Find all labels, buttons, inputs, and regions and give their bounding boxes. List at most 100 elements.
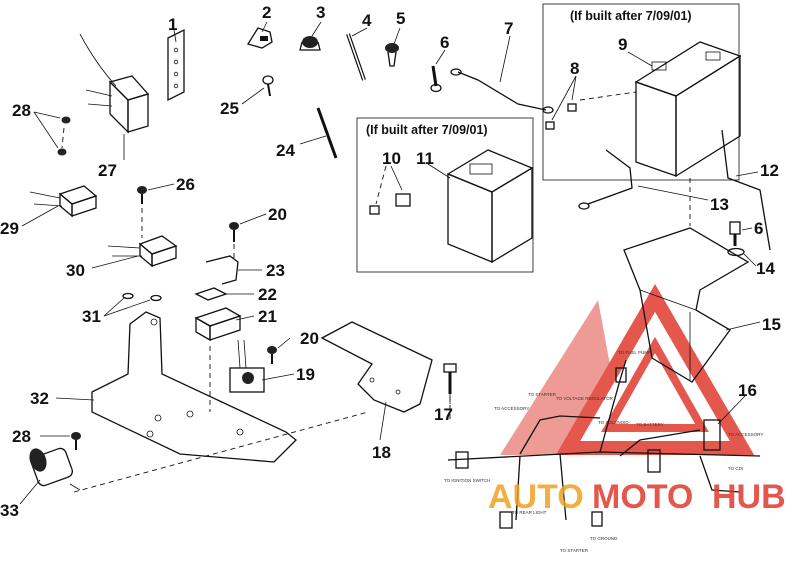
part-19-regulator <box>229 339 265 393</box>
part-13-cable <box>578 149 633 210</box>
part-33-capacitor <box>29 447 81 491</box>
callout-28-upper: 28 <box>12 101 31 120</box>
watermark-hub: HUB <box>712 478 786 516</box>
part-23-bracket <box>205 255 239 285</box>
inset-note-right: (If built after 7/09/01) <box>570 9 692 23</box>
callout-29: 29 <box>0 219 19 238</box>
callout-2: 2 <box>262 3 271 22</box>
part-25-clip <box>262 75 274 97</box>
part-6-bolt <box>430 65 442 93</box>
callout-10: 10 <box>382 149 401 168</box>
part-20-screw-upper <box>229 222 239 242</box>
harness-label: TO SOLENOID <box>598 420 629 425</box>
callout-28-lower: 28 <box>12 427 31 446</box>
harness-label: TO VOLTAGE REGULATOR <box>556 396 614 401</box>
part-4-rod <box>346 33 366 81</box>
part-20-screw-lower <box>267 346 277 364</box>
harness-label: TO IGNITION SWITCH <box>444 478 490 483</box>
watermark-text: AUTO MOTO HUB <box>488 478 786 516</box>
callout-26: 26 <box>176 175 195 194</box>
callout-25: 25 <box>220 99 239 118</box>
callout-21: 21 <box>258 307 277 326</box>
part-11-battery <box>446 149 534 264</box>
part-24-rod <box>316 107 338 159</box>
callout-15: 15 <box>762 315 781 334</box>
callout-5: 5 <box>396 9 405 28</box>
inset-box-right <box>542 3 740 181</box>
harness-label: TO STARTER <box>560 548 589 553</box>
callout-30: 30 <box>66 261 85 280</box>
part-5-rivet <box>385 43 399 67</box>
watermark-triangle-inner <box>601 336 709 432</box>
leader-lines <box>19 21 761 505</box>
harness-labels: TO FUEL PUMP TO ACCESSORY TO STARTER TO … <box>444 350 763 553</box>
callout-8: 8 <box>570 59 579 78</box>
part-31-washers <box>122 292 162 302</box>
callout-16: 16 <box>738 381 757 400</box>
callout-11: 11 <box>416 149 434 168</box>
harness-label: TO BATTERY <box>636 422 664 427</box>
callout-6-lower: 6 <box>754 219 763 238</box>
assembly-line-5 <box>61 127 65 149</box>
callout-19: 19 <box>296 365 315 384</box>
harness-label: TO CDI <box>728 466 743 471</box>
callout-32: 32 <box>30 389 49 408</box>
callout-6: 6 <box>440 33 449 52</box>
callout-27: 27 <box>98 161 117 180</box>
callout-24: 24 <box>276 141 295 160</box>
callout-18: 18 <box>372 443 391 462</box>
watermark-moto: MOTO <box>592 478 693 516</box>
part-17-bolt <box>443 363 457 394</box>
part-16-wiring-harness <box>447 359 761 529</box>
callout-20-lower: 20 <box>300 329 319 348</box>
inset-box-left <box>356 117 534 273</box>
watermark-auto: AUTO <box>488 478 584 516</box>
callout-20-upper: 20 <box>268 205 287 224</box>
harness-label: TO FUEL PUMP <box>618 350 651 355</box>
callout-23: 23 <box>266 261 285 280</box>
part-3-grommet <box>299 36 321 51</box>
callout-numbers: 1 2 3 4 5 6 7 8 9 10 11 12 13 6 14 15 16… <box>0 3 781 520</box>
part-12-strap <box>721 129 771 251</box>
assembly-line-1 <box>73 411 369 493</box>
harness-label: TO ACCESSORY <box>494 406 529 411</box>
inset-note-left: (If built after 7/09/01) <box>366 123 488 137</box>
part-21-relay <box>194 307 242 342</box>
part-18-shield <box>320 321 433 413</box>
callout-17: 17 <box>434 405 453 424</box>
part-10-terminal-bolts <box>369 165 411 215</box>
part-15-battery-box <box>623 227 750 383</box>
part-1-strip <box>167 28 185 102</box>
part-9-battery <box>634 41 742 178</box>
part-29-module <box>29 185 98 218</box>
callout-22: 22 <box>258 285 277 304</box>
harness-label: TO STARTER <box>528 392 557 397</box>
harness-label: TO REAR LIGHT <box>512 510 547 515</box>
callout-13: 13 <box>710 195 729 214</box>
callout-12: 12 <box>760 161 779 180</box>
callout-31: 31 <box>82 307 101 326</box>
part-7-cable <box>450 68 554 114</box>
watermark-triangle-large <box>500 300 610 455</box>
callout-14: 14 <box>756 259 775 278</box>
callout-4: 4 <box>362 11 372 30</box>
harness-label: TO ACCESSORY <box>728 432 763 437</box>
callout-33: 33 <box>0 501 19 520</box>
part-27-cdi-box <box>79 33 150 134</box>
part-26-screw <box>137 186 147 204</box>
assembly-line-6 <box>579 91 637 101</box>
part-28-screw-upper <box>57 116 71 156</box>
harness-label: TO GROUND <box>590 536 618 541</box>
part-22-pad <box>194 287 228 301</box>
part-32-mounting-plate <box>91 311 297 463</box>
part-6-bolt-lower <box>729 221 741 246</box>
part-8-nuts <box>545 103 577 130</box>
callout-3: 3 <box>316 3 325 22</box>
callout-9: 9 <box>618 35 627 54</box>
callout-7: 7 <box>504 19 513 38</box>
callout-1: 1 <box>168 15 177 34</box>
part-28-screw-lower <box>71 432 81 450</box>
part-2-clip <box>246 27 273 49</box>
